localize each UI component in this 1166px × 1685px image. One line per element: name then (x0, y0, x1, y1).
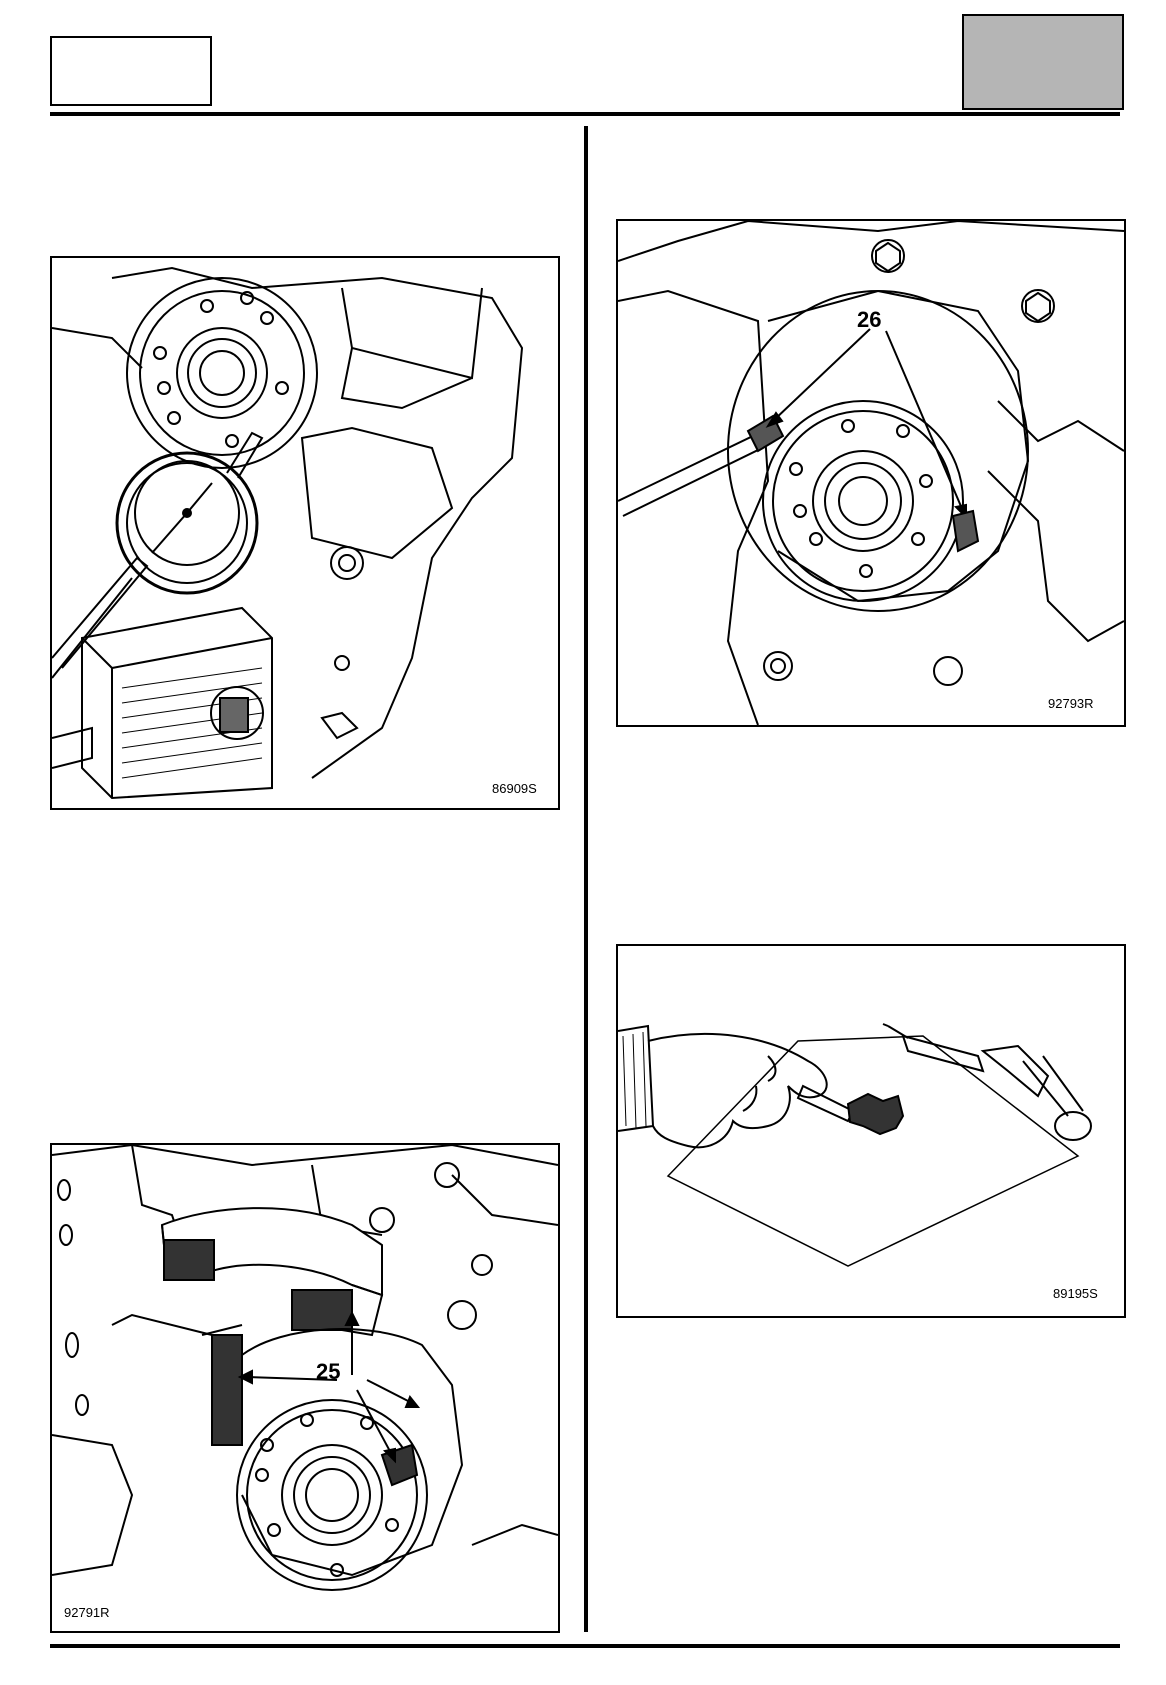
figure-side-seals: 25 92791R (50, 1143, 560, 1633)
figure-sealant-application: 26 92793R (616, 219, 1126, 727)
figure-code: 92791R (64, 1605, 110, 1620)
figure-dial-gauge: 86909S (50, 256, 560, 810)
figure-code: 89195S (1053, 1286, 1098, 1301)
figure-code: 86909S (492, 781, 537, 796)
callout-label: 25 (316, 1359, 341, 1384)
footer-rule (50, 1644, 1120, 1648)
figure-sealant-spreading: 89195S (616, 944, 1126, 1318)
header-label-box (50, 36, 212, 106)
figure-code: 92793R (1048, 696, 1094, 711)
callout-label: 26 (857, 307, 882, 332)
header-rule (50, 112, 1120, 116)
column-divider (584, 126, 588, 1632)
header-section-tab (962, 14, 1124, 110)
